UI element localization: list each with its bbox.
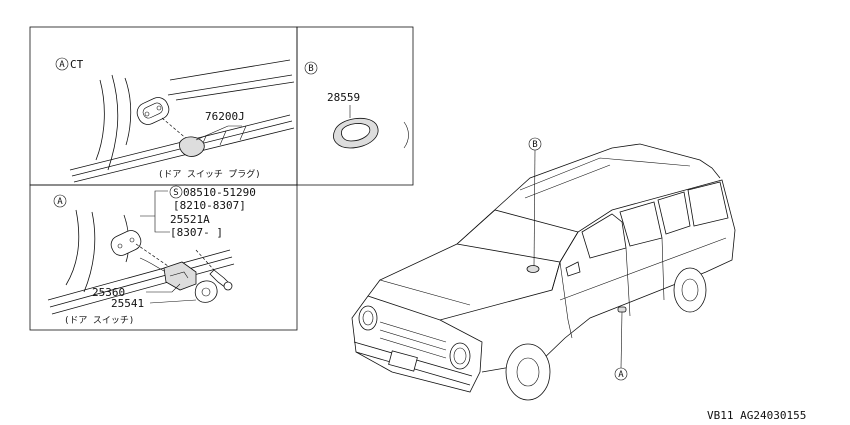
a-part-25521a: 25521A [170,213,210,226]
inset-b-label-letter: B [308,64,313,74]
a-screw-prefix: S [173,188,178,198]
inset-a-label-circle [53,194,67,208]
a-switch-hole [110,230,142,256]
car-headlight-left [358,305,378,331]
a-25360-leader [146,283,181,293]
ct-sill-hatch [199,125,247,151]
inset-ct-label-suffix: CT [70,58,84,71]
inset-b-frame [296,26,414,186]
ct-plug [179,136,205,157]
inset-b: B 28559 [304,61,409,149]
car-rear-wheel [673,267,707,313]
ct-switch-hole-inner [142,102,163,119]
a-part-screw: 08510-51290 [183,186,256,199]
callout-b-leader [533,149,536,267]
b-grommet-inner [341,123,371,142]
inset-a-frame [29,184,298,331]
a-switch-range: [8307- ] [170,226,223,239]
inset-a: A S 08510-51290 [8210-8307] 25521A [8307… [47,185,256,326]
callout-a-leader [620,311,623,369]
car-side-body [481,179,736,373]
callout-b-letter: B [532,140,537,150]
a-part-25360: 25360 [92,286,125,299]
a-25541-leader [149,299,197,304]
car-roof-rack [519,157,691,199]
a-hole-rivet-2 [129,237,135,243]
ct-part-76200j: 76200J [205,110,245,123]
a-wire-leader [135,243,169,267]
station-wagon [351,143,736,401]
car-roof [456,143,721,245]
car-hood [367,243,561,321]
a-screw-circle [169,185,183,199]
car-door-lines [559,237,665,339]
b-part-28559: 28559 [327,91,360,104]
ct-part-leader [195,125,242,141]
a-caption: (ドア スイッチ) [64,315,134,326]
car-cargo-window-1 [657,191,691,235]
car-side-mirror [565,261,581,277]
car-front-face [351,295,483,393]
car-rear-wheel-hub [681,278,699,302]
ct-pillar-lines [95,59,295,171]
a-sill-lines [47,249,235,315]
inset-frames [29,26,414,331]
inset-ct-label-circle [55,57,69,71]
inset-ct-label-letter: A [59,60,65,70]
ct-hole-rivet-2 [156,105,162,111]
ct-caption: (ドア スイッチ プラグ) [158,168,261,180]
ct-switch-hole [136,97,170,125]
diagram-code: VB11 AG24030155 [707,409,806,422]
car-switch-marker [617,306,627,313]
a-screw-range: [8210-8307] [173,199,246,212]
car-front-wheel-hub [516,357,540,387]
callout-a-letter: A [618,370,624,380]
car-windshield [456,209,579,263]
inset-b-label-circle [304,61,318,75]
car-rear-door-window [619,201,663,247]
a-screw-leader [195,249,215,271]
car-license-plate [388,350,418,372]
car-callouts: B A [528,137,628,381]
inset-ct: A CT 76200J (ドア スイッチ プラグ) [55,57,295,183]
a-screw-head [223,281,233,291]
car-headlight-right-inner [453,347,467,365]
car-grommet-marker [526,265,540,273]
car-headlight-left-inner [362,310,374,326]
ct-hole-rivet-1 [144,111,150,117]
car-headlight-right [449,342,471,370]
car-side-trim [559,237,727,301]
car-front-wheel [505,343,551,401]
a-hole-rivet-1 [117,243,123,249]
a-part-25541: 25541 [111,297,144,310]
a-switch-plunger [169,271,189,279]
a-switch-boot-center [201,287,211,297]
a-wire [139,257,167,273]
car-grille [379,321,447,359]
inset-a-label-letter: A [57,197,63,207]
b-edge-arc [403,121,409,149]
a-bracket [140,190,170,233]
car-cargo-window-2 [687,181,729,227]
a-switch-boot [194,280,218,303]
ct-plug-leader [161,117,189,141]
car-hood-line [379,279,471,306]
a-switch-body [163,261,197,291]
car-front-door-window [581,213,627,259]
